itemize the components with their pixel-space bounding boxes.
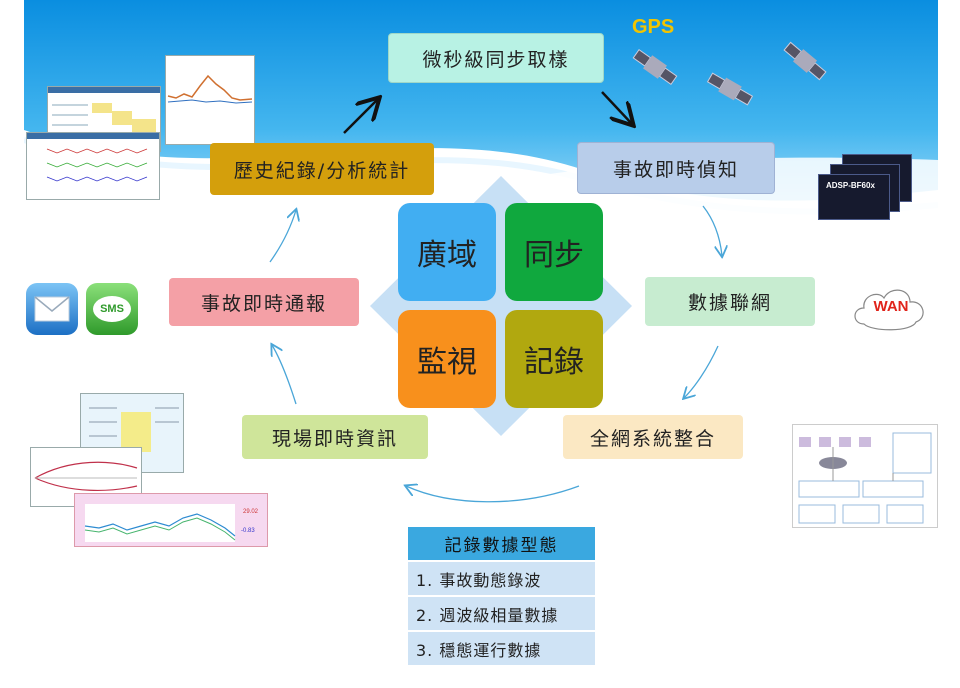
step-field-info: 現場即時資訊 (242, 415, 428, 459)
record-types-table: 記錄數據型態 1. 事故動態錄波 2. 週波級相量數據 3. 穩態運行數據 (408, 527, 595, 665)
wan-label: WAN (873, 298, 909, 315)
record-type-item: 1. 事故動態錄波 (408, 562, 595, 595)
record-type-item: 2. 週波級相量數據 (408, 597, 595, 630)
step-data-network: 數據聯網 (645, 277, 815, 326)
core-sync: 同步 (505, 203, 603, 301)
satellite-icon (706, 72, 754, 106)
satellite-icon (783, 41, 827, 81)
core-wide-area: 廣域 (398, 203, 496, 301)
core-record: 記錄 (505, 310, 603, 408)
step-system-integration: 全網系統整合 (563, 415, 743, 459)
cloud-icon: WAN (850, 278, 932, 338)
step-sync-sampling: 微秒級同步取樣 (388, 33, 604, 83)
thumbnail-waveform (26, 132, 160, 200)
sms-label: SMS (93, 296, 131, 322)
trend-value-1: 29.02 (243, 509, 259, 515)
gps-label: GPS (632, 16, 675, 38)
chip-label: ADSP-BF60x (826, 181, 875, 190)
thumbnail-network-diagram (792, 424, 938, 528)
satellite-icon (632, 49, 678, 85)
step-history-stats: 歷史紀錄/分析統計 (210, 143, 434, 195)
thumbnail-chart (165, 55, 255, 145)
record-types-title: 記錄數據型態 (408, 527, 595, 560)
step-fault-detection: 事故即時偵知 (577, 142, 775, 194)
chip-image (818, 174, 890, 220)
sms-icon: SMS (86, 283, 138, 335)
thumbnail-trend-chart: 29.02 -0.83 (74, 493, 268, 547)
trend-value-2: -0.83 (241, 528, 255, 534)
core-monitor: 監視 (398, 310, 496, 408)
step-fault-report: 事故即時通報 (169, 278, 359, 326)
mail-icon (26, 283, 78, 335)
record-type-item: 3. 穩態運行數據 (408, 632, 595, 665)
